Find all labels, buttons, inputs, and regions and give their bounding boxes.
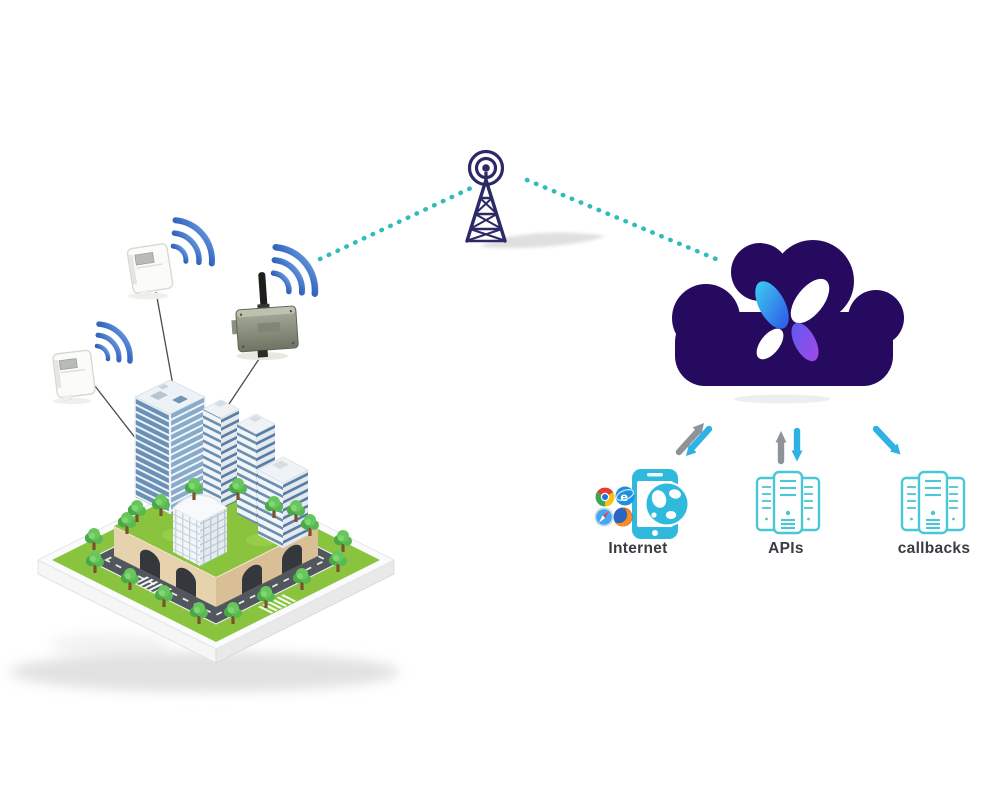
smartphone-globe-icon bbox=[632, 469, 690, 539]
isometric-city bbox=[10, 379, 400, 692]
connector-line bbox=[226, 352, 264, 408]
up-right-gray-arrow bbox=[675, 423, 704, 456]
sensor-device-2 bbox=[52, 349, 96, 401]
dotted-link-tower-cloud bbox=[524, 177, 719, 262]
chrome-icon bbox=[595, 487, 615, 507]
ie-icon-glyph: e bbox=[620, 490, 628, 504]
city-shadow bbox=[10, 652, 400, 692]
down-cyan-arrow bbox=[791, 427, 803, 462]
crosswalk bbox=[258, 594, 297, 614]
cloud-icon bbox=[672, 240, 904, 386]
ie-icon: e bbox=[615, 486, 635, 506]
radio-tower-icon bbox=[465, 149, 507, 243]
wifi-signal-icon-1 bbox=[170, 217, 215, 267]
connector-line bbox=[155, 291, 175, 392]
dotted-link-gateway-tower bbox=[317, 185, 474, 262]
internet-label: Internet bbox=[608, 540, 668, 557]
gateway-label-plate bbox=[257, 322, 281, 333]
tunnel-arches-right bbox=[242, 544, 302, 594]
sensor-display bbox=[58, 358, 78, 371]
shadow bbox=[128, 292, 168, 300]
shadow bbox=[53, 397, 91, 405]
callbacks-label: callbacks bbox=[897, 540, 971, 557]
up-gray-arrow bbox=[775, 431, 787, 465]
gateway-device bbox=[231, 272, 299, 358]
white-tower-b bbox=[236, 413, 276, 524]
internet-arrows-icon bbox=[675, 423, 713, 456]
gateway-antenna bbox=[258, 272, 268, 311]
server-stack-icon-callbacks bbox=[900, 470, 966, 535]
wifi-signal-icon-2 bbox=[94, 321, 133, 364]
browser-icons: e bbox=[594, 486, 635, 527]
butterfly-logo-icon bbox=[755, 278, 830, 362]
firefox-icon bbox=[613, 507, 633, 527]
down-left-cyan-arrow bbox=[686, 425, 713, 456]
safari-icon bbox=[594, 507, 614, 527]
cloud-shadow bbox=[734, 394, 830, 404]
apis-arrows-icon bbox=[775, 427, 803, 465]
connector-lines bbox=[94, 291, 264, 445]
tower-shadow bbox=[480, 232, 606, 249]
sensor-device-1 bbox=[126, 243, 174, 297]
tunnel-arches-left bbox=[140, 549, 196, 597]
callbacks-arrow-icon bbox=[872, 425, 901, 455]
connector-line bbox=[94, 385, 141, 445]
sensor-display bbox=[134, 251, 155, 266]
arched-roof-building bbox=[172, 494, 228, 566]
apis-label: APIs bbox=[768, 540, 804, 557]
globe-icon bbox=[644, 481, 690, 527]
wifi-signal-icon-3 bbox=[270, 243, 319, 297]
server-stack-icon-apis bbox=[755, 470, 821, 535]
